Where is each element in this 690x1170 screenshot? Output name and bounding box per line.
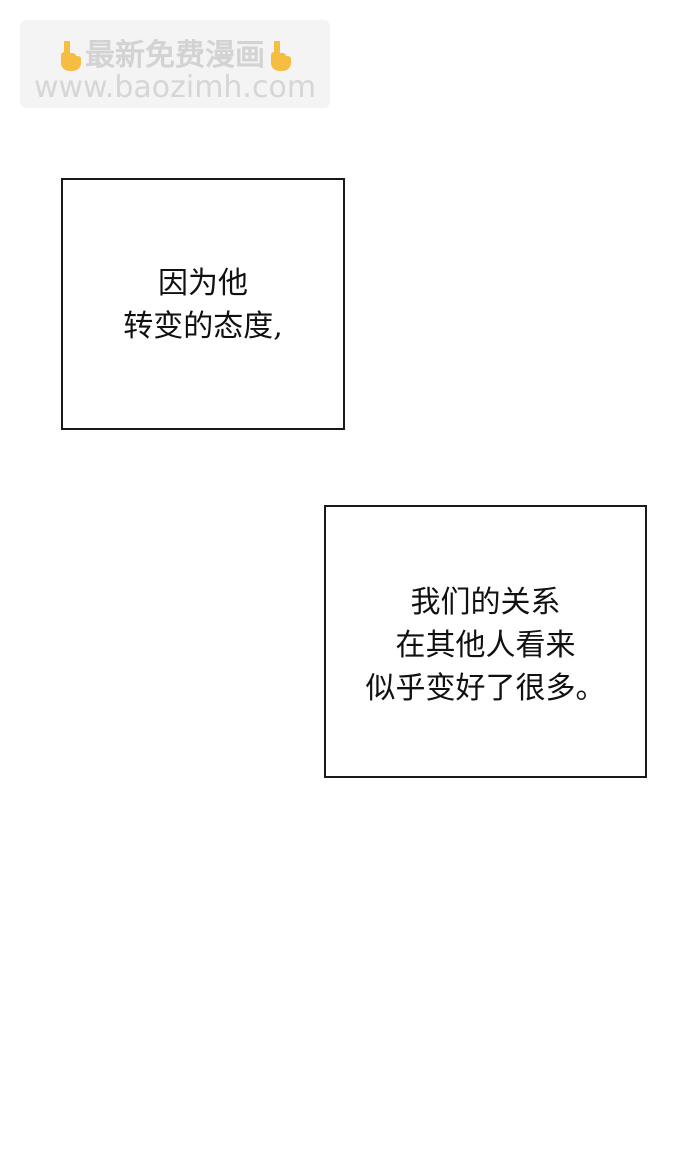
panel-1-caption: 因为他 转变的态度, xyxy=(63,262,343,348)
comic-panel-2: 我们的关系 在其他人看来 似乎变好了很多。 xyxy=(324,505,647,778)
caption-line: 我们的关系 xyxy=(410,585,561,620)
watermark-url: www.baozimh.com xyxy=(33,70,317,105)
caption-line: 因为他 xyxy=(158,266,248,301)
comic-panel-1: 因为他 转变的态度, xyxy=(61,178,345,430)
watermark-title-row: 最新免费漫画 xyxy=(20,30,330,74)
caption-line: 转变的态度, xyxy=(123,309,283,344)
caption-line: 在其他人看来 xyxy=(395,628,576,663)
watermark-title: 最新免费漫画 xyxy=(85,38,265,73)
caption-line: 似乎变好了很多。 xyxy=(365,671,606,706)
pointing-down-hand-icon xyxy=(271,41,291,71)
pointing-down-hand-icon xyxy=(61,41,81,71)
watermark: 最新免费漫画 www.baozimh.com xyxy=(20,20,330,108)
panel-2-caption: 我们的关系 在其他人看来 似乎变好了很多。 xyxy=(326,581,645,710)
